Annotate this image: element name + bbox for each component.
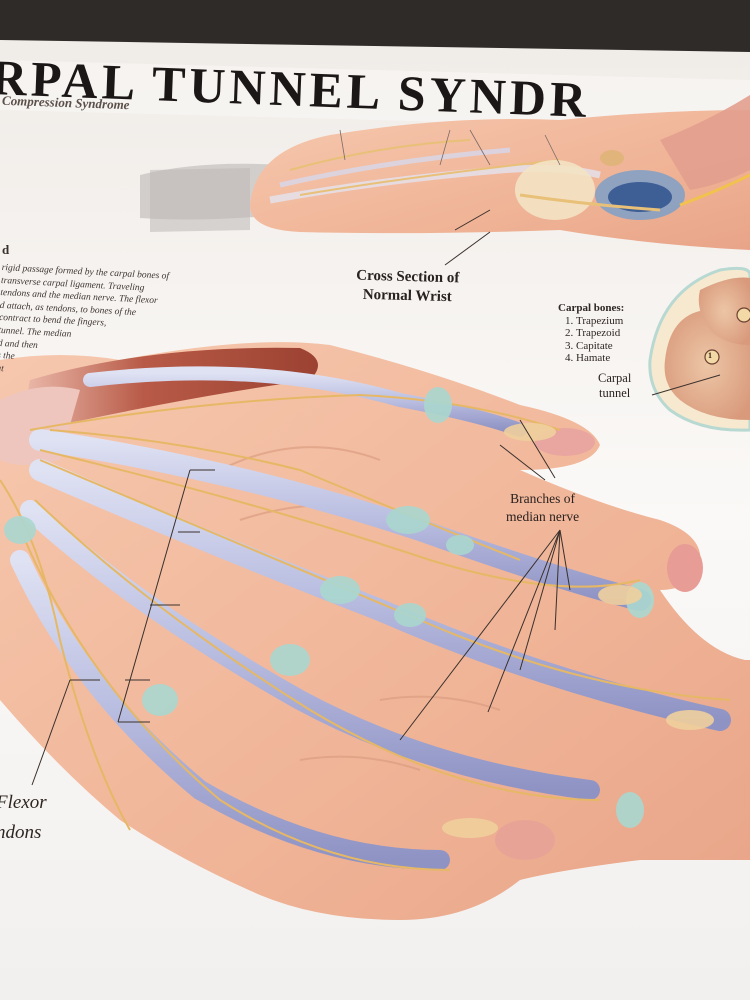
flexor-tendons-label: Flexor ndons (0, 788, 47, 848)
label-line: Flexor (0, 792, 47, 813)
bone-number-label: 1 (708, 351, 712, 360)
carpal-bone-item: Capitate (576, 340, 624, 353)
label-line: Branches of (510, 491, 575, 506)
hand-illustration (0, 342, 750, 921)
carpal-bone-item: Hamate (576, 352, 624, 365)
caption-line: Normal Wrist (362, 286, 453, 306)
median-nerve-label: Branches of median nerve (506, 490, 579, 526)
carpal-tunnel-label: Carpal tunnel (598, 371, 631, 401)
wrist-illustration (140, 95, 750, 266)
section-heading-fragment: d (2, 242, 10, 257)
tendon (83, 366, 527, 437)
tendon (20, 500, 600, 800)
tendon (10, 550, 450, 870)
carpal-bones-legend: Carpal bones: Trapezium Trapezoid Capita… (558, 302, 624, 365)
leader-lines (31, 419, 571, 786)
label-line: ndons (0, 822, 42, 843)
label-line: median nerve (506, 509, 580, 524)
carpal-bones-title: Carpal bones: (558, 302, 625, 314)
tendon (29, 459, 731, 731)
description-text: rigid passage formed by the carpal bones… (0, 262, 264, 389)
glare (0, 60, 750, 130)
carpal-bone-item: Trapezium (576, 315, 624, 328)
label-line: tunnel (599, 386, 631, 400)
forearm-muscle (28, 347, 318, 425)
label-line: Carpal (598, 371, 632, 385)
carpal-cross-section (648, 266, 750, 432)
carpal-bone-item: Trapezoid (576, 327, 624, 340)
tendon-sheaths (4, 387, 654, 828)
cross-section-caption: Cross Section of Normal Wrist (356, 267, 460, 308)
